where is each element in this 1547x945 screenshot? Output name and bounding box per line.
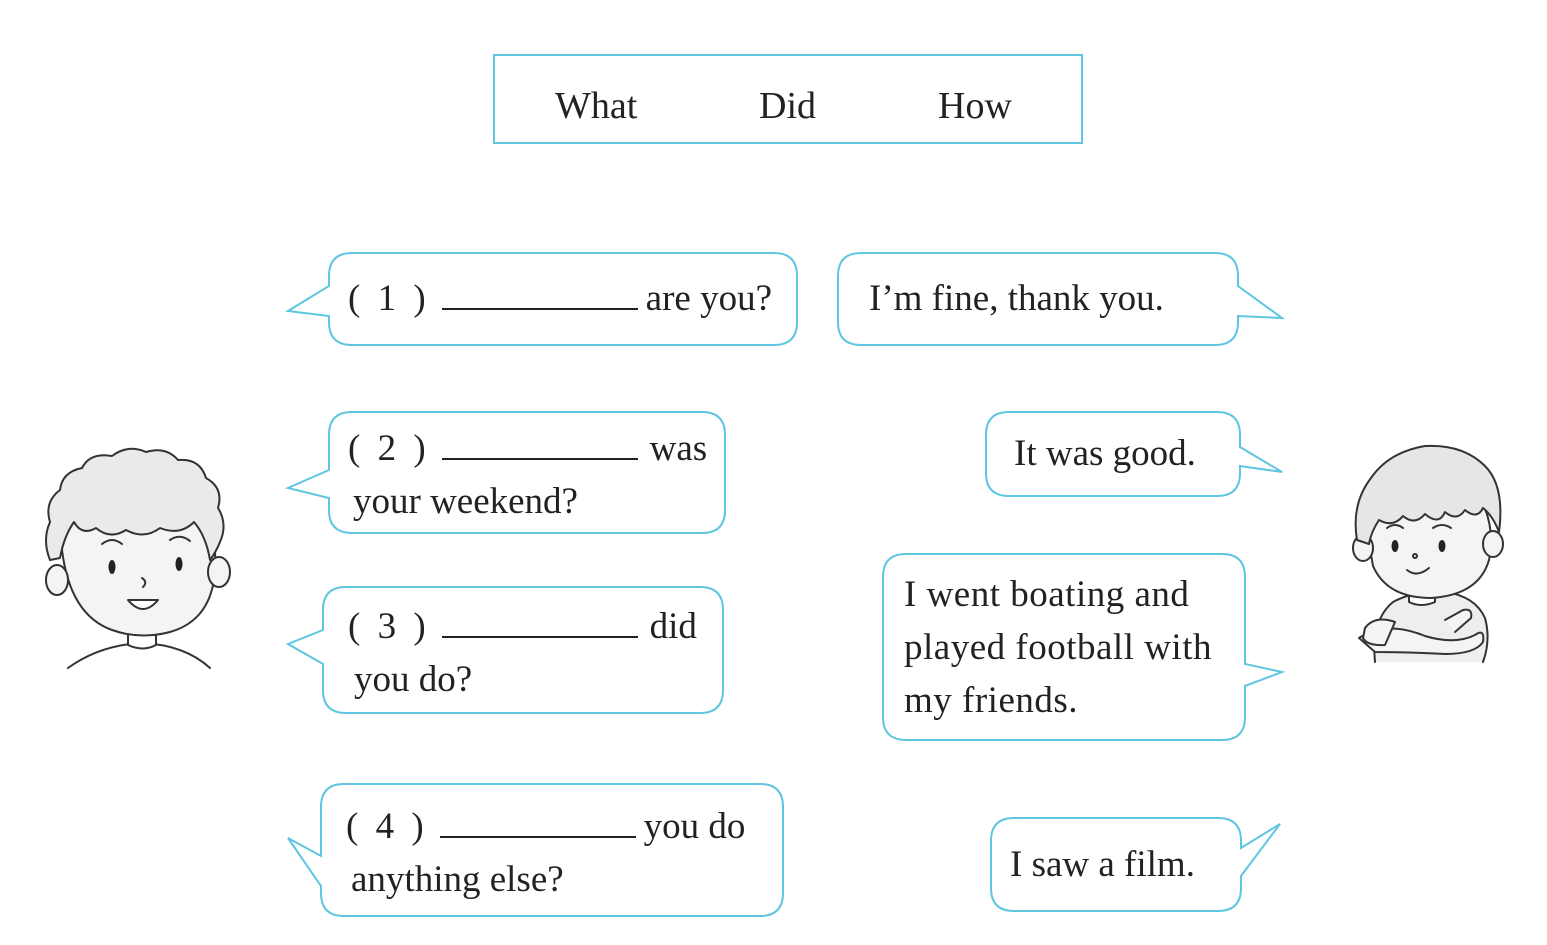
question-1-text: are you? xyxy=(645,278,772,319)
question-2-bubble xyxy=(284,411,726,534)
answer-4: I saw a film. xyxy=(1010,838,1195,891)
answer-1: I’m fine, thank you. xyxy=(869,272,1164,325)
answer-4-bubble xyxy=(990,817,1281,912)
question-2: ( 2 ) was your weekend? xyxy=(348,422,707,528)
question-2-line2: your weekend? xyxy=(353,481,578,522)
answer-3-bubble xyxy=(882,553,1286,741)
word-bank-box: What Did How xyxy=(493,54,1083,144)
question-2-text: was xyxy=(649,428,708,469)
word-bank-word-how: How xyxy=(938,85,1012,127)
word-bank-word-did: Did xyxy=(759,85,816,127)
question-1-number: ( 1 ) xyxy=(348,278,430,319)
question-4-text: you do xyxy=(643,806,746,847)
question-2-blank[interactable] xyxy=(441,424,638,460)
question-4-number: ( 4 ) xyxy=(346,806,428,847)
answer-2-bubble xyxy=(985,411,1283,497)
question-3: ( 3 ) did you do? xyxy=(348,600,697,706)
question-4-bubble xyxy=(287,783,784,917)
question-3-line2: you do? xyxy=(354,659,473,700)
curly-haired-boy-illustration xyxy=(45,447,231,669)
question-4-line2: anything else? xyxy=(351,859,564,900)
answer-1-bubble xyxy=(837,252,1286,346)
answer-3-line-3: my friends. xyxy=(904,680,1079,721)
answer-3-line-2: played football with xyxy=(904,627,1212,668)
question-2-number: ( 2 ) xyxy=(348,428,430,469)
answer-3-line-1: I went boating and xyxy=(904,574,1190,615)
word-bank-word-what: What xyxy=(555,85,638,127)
question-3-blank[interactable] xyxy=(441,602,638,638)
question-4-blank[interactable] xyxy=(439,802,636,838)
question-1-blank[interactable] xyxy=(441,274,638,310)
answer-1-line: I’m fine, thank you. xyxy=(869,278,1164,319)
question-4: ( 4 ) you do anything else? xyxy=(346,800,745,906)
answer-4-line: I saw a film. xyxy=(1010,844,1195,885)
question-3-text: did xyxy=(649,606,697,647)
question-3-bubble xyxy=(285,586,724,714)
answer-2: It was good. xyxy=(1014,427,1196,480)
answer-3: I went boating and played football with … xyxy=(904,568,1212,727)
boy-with-crossed-arms-illustration xyxy=(1352,444,1504,663)
question-1: ( 1 ) are you? xyxy=(348,272,772,325)
question-1-bubble xyxy=(285,252,798,346)
question-3-number: ( 3 ) xyxy=(348,606,430,647)
answer-2-line: It was good. xyxy=(1014,433,1196,474)
